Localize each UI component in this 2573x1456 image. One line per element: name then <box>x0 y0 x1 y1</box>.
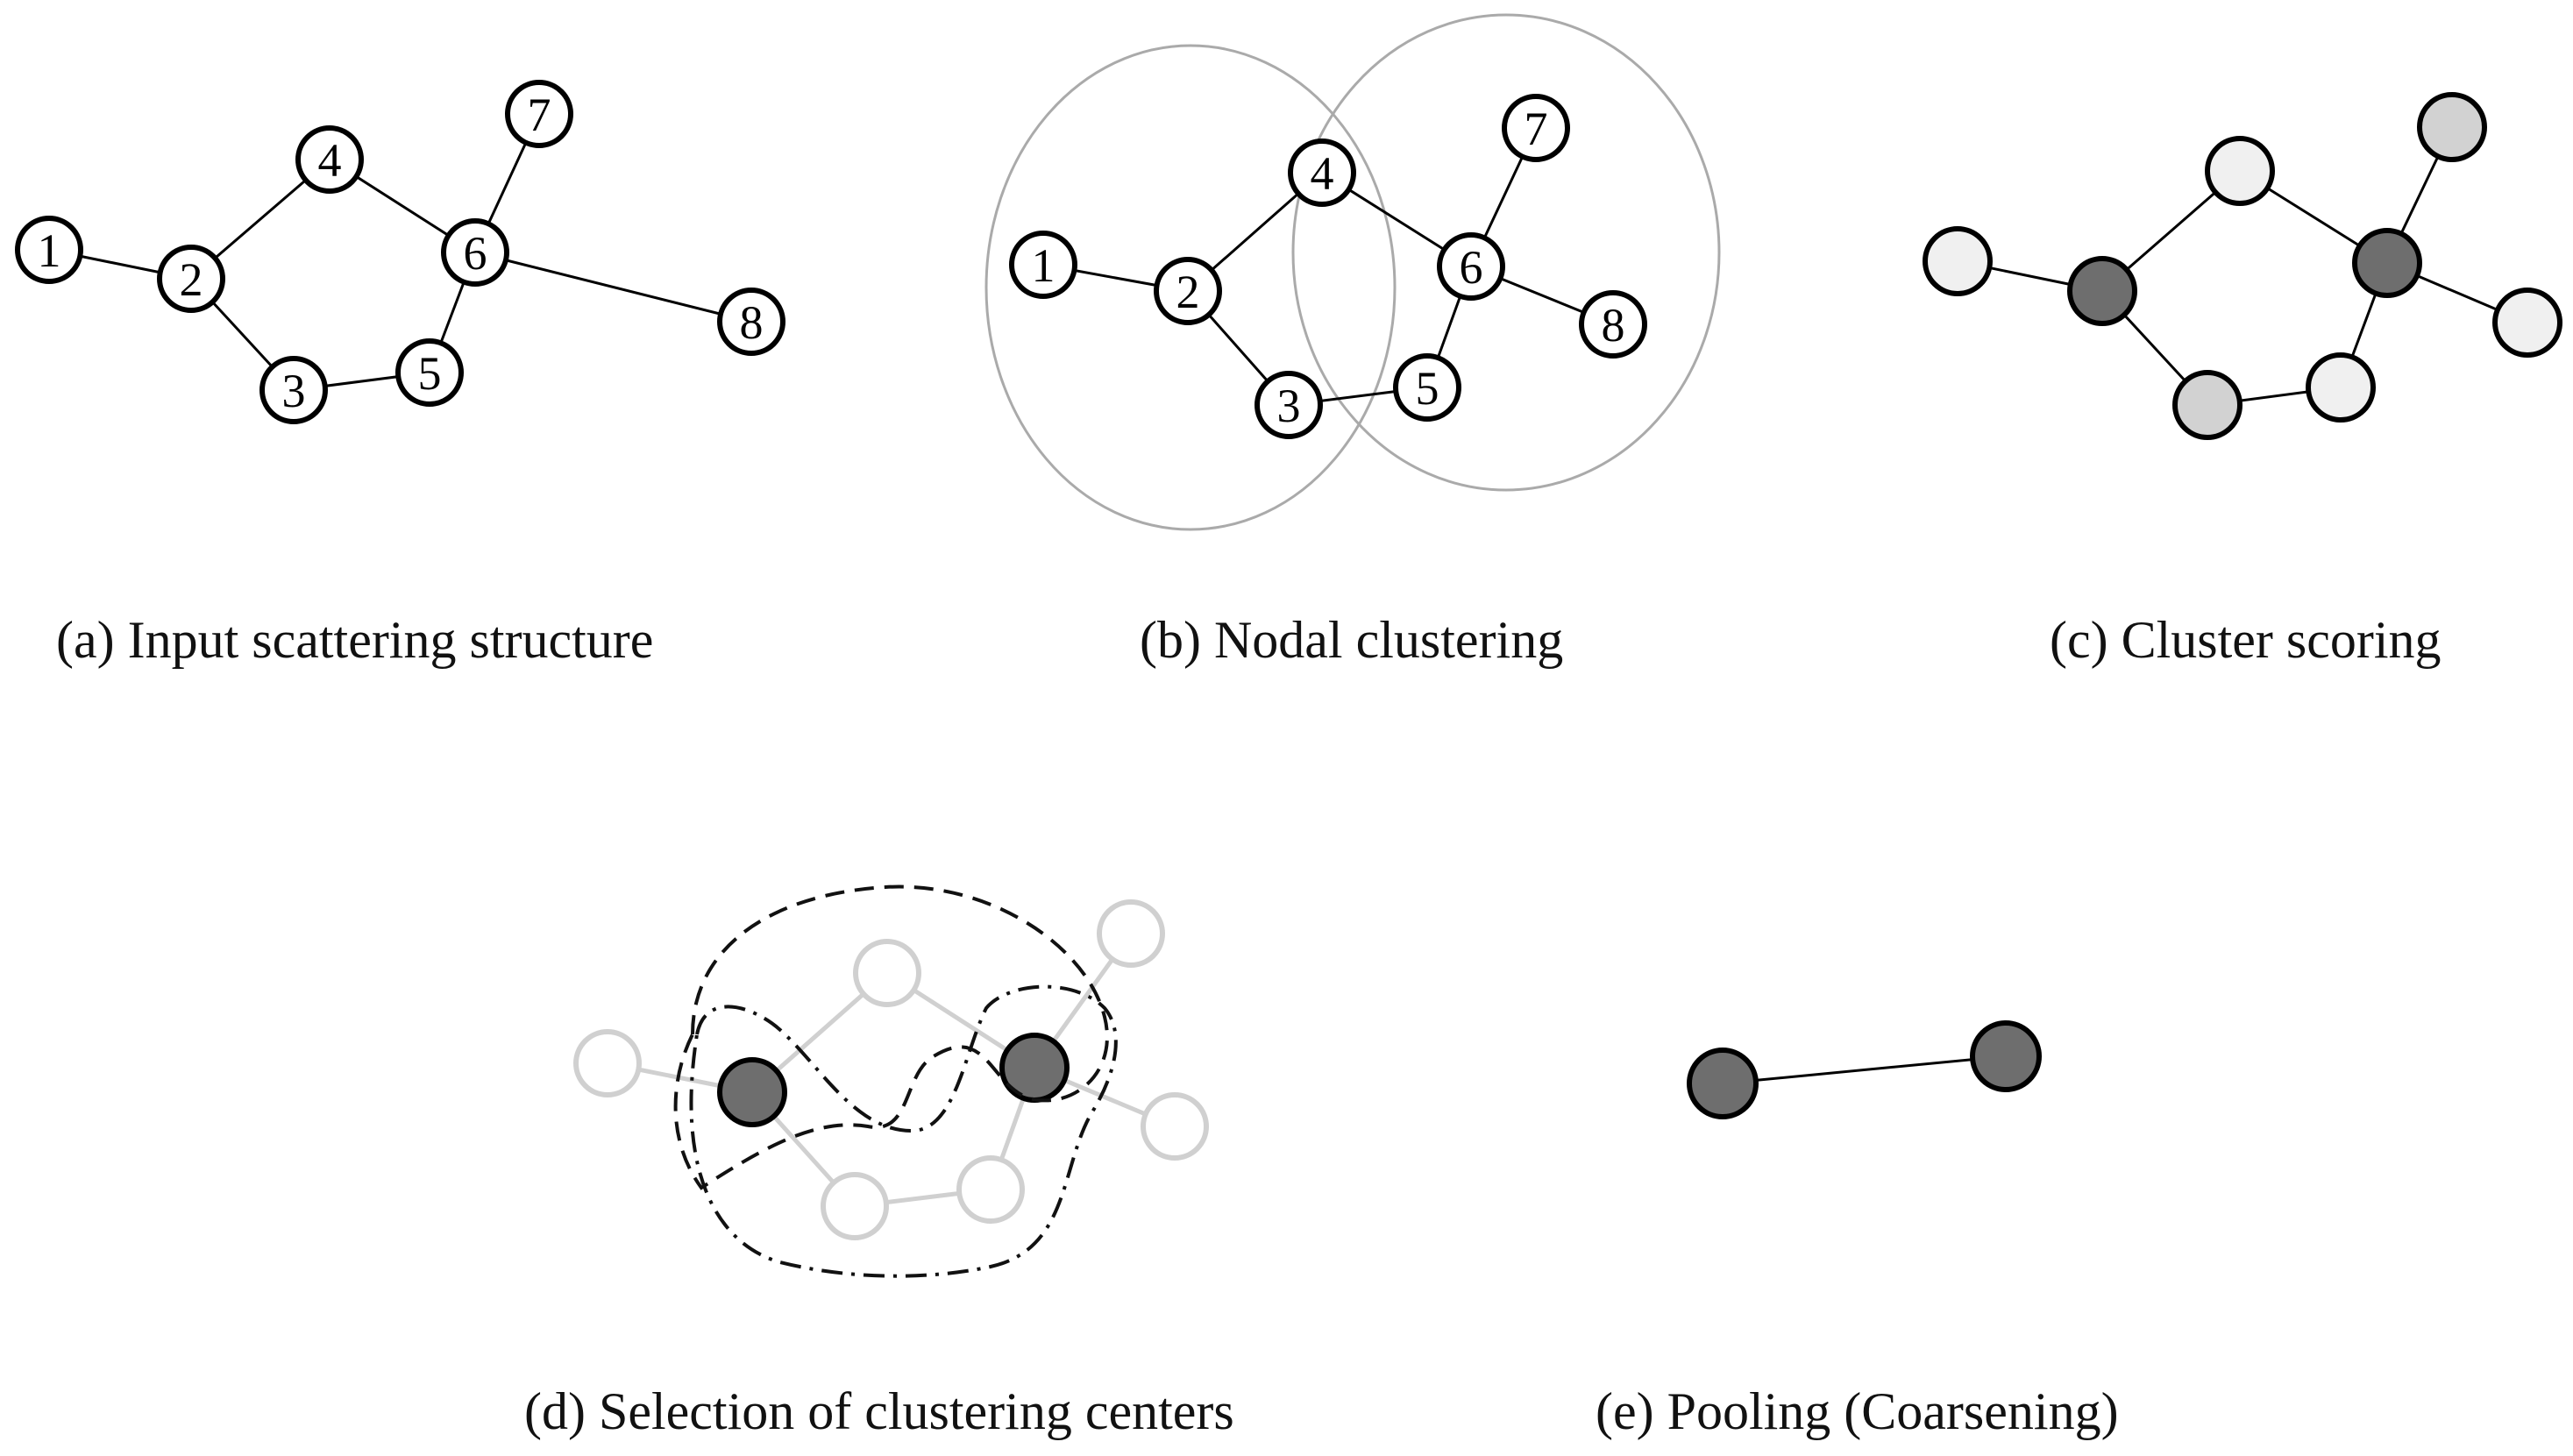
cluster-circle-left <box>984 44 1397 531</box>
node-label-5: 5 <box>418 347 442 400</box>
node-2 <box>157 245 225 313</box>
node-8 <box>1579 290 1647 359</box>
node-label-1: 1 <box>38 224 61 277</box>
panel-c-cluster-scoring <box>1923 92 2562 440</box>
panel-a-input-structure: 1 2 3 4 5 6 7 8 <box>15 80 785 424</box>
node-3 <box>821 1172 889 1240</box>
panel-b-nodes: 1 2 3 4 5 6 7 8 <box>1009 94 1647 439</box>
node-label-7: 7 <box>1525 103 1548 155</box>
node-6 <box>1970 1020 2042 1092</box>
panel-d-selection-of-centers <box>573 884 1209 1278</box>
node-6 <box>999 1033 1070 1103</box>
node-6 <box>2352 228 2422 298</box>
node-5 <box>956 1155 1025 1224</box>
node-1 <box>573 1029 642 1097</box>
node-label-2: 2 <box>1176 266 1200 318</box>
node-4 <box>2205 136 2275 206</box>
node-5 <box>2306 352 2376 423</box>
node-3 <box>2172 370 2242 440</box>
node-4 <box>853 939 921 1007</box>
node-4 <box>295 125 364 194</box>
node-7 <box>1502 94 1570 162</box>
edge-2-6 <box>1722 1055 2007 1085</box>
node-label-5: 5 <box>1416 362 1439 415</box>
panel-e-pooling <box>1687 1020 2042 1119</box>
node-2 <box>717 1057 787 1127</box>
caption-d: (d) Selection of clustering centers <box>524 1382 1234 1440</box>
cluster-circle-right <box>1291 13 1721 492</box>
caption-a: (a) Input scattering structure <box>56 611 654 669</box>
node-5 <box>395 338 464 407</box>
node-7 <box>2417 92 2487 162</box>
node-1 <box>1923 226 1993 296</box>
node-2 <box>1687 1048 1759 1119</box>
panel-e-edges <box>1722 1055 2007 1085</box>
node-8 <box>1141 1092 1209 1161</box>
node-label-3: 3 <box>282 365 306 417</box>
caption-c: (c) Cluster scoring <box>2050 611 2442 669</box>
edge-6-8 <box>474 251 752 323</box>
node-label-3: 3 <box>1277 380 1301 432</box>
cluster-boundary-dashed <box>673 884 1109 1190</box>
node-2 <box>1154 257 1222 325</box>
node-label-6: 6 <box>464 227 487 280</box>
panel-c-nodes <box>1923 92 2562 440</box>
node-label-8: 8 <box>740 296 764 349</box>
panel-e-nodes <box>1687 1020 2042 1119</box>
panel-a-edges <box>48 113 752 392</box>
node-label-4: 4 <box>318 134 342 187</box>
node-6 <box>441 218 509 287</box>
node-2 <box>2067 256 2137 326</box>
node-label-2: 2 <box>180 253 203 306</box>
node-label-7: 7 <box>528 89 551 141</box>
node-label-6: 6 <box>1460 241 1483 294</box>
caption-b: (b) Nodal clustering <box>1140 611 1564 669</box>
node-6 <box>1437 232 1505 301</box>
node-5 <box>1393 353 1461 422</box>
panel-b-nodal-clustering: 1 2 3 4 5 6 7 8 <box>984 13 1721 531</box>
node-label-8: 8 <box>1602 299 1625 352</box>
node-1 <box>1009 231 1077 299</box>
node-label-1: 1 <box>1032 239 1055 292</box>
caption-e: (e) Pooling (Coarsening) <box>1596 1382 2119 1440</box>
node-8 <box>717 288 785 356</box>
node-3 <box>1255 371 1323 439</box>
node-3 <box>259 356 328 424</box>
node-4 <box>1288 138 1356 207</box>
panel-a-nodes: 1 2 3 4 5 6 7 8 <box>15 80 785 424</box>
node-7 <box>505 80 573 148</box>
cluster-boundary-dashdot <box>689 984 1118 1278</box>
node-7 <box>1097 899 1165 968</box>
node-label-4: 4 <box>1311 147 1334 200</box>
node-1 <box>15 216 83 284</box>
panel-d-nodes <box>573 899 1209 1240</box>
node-8 <box>2492 288 2562 358</box>
